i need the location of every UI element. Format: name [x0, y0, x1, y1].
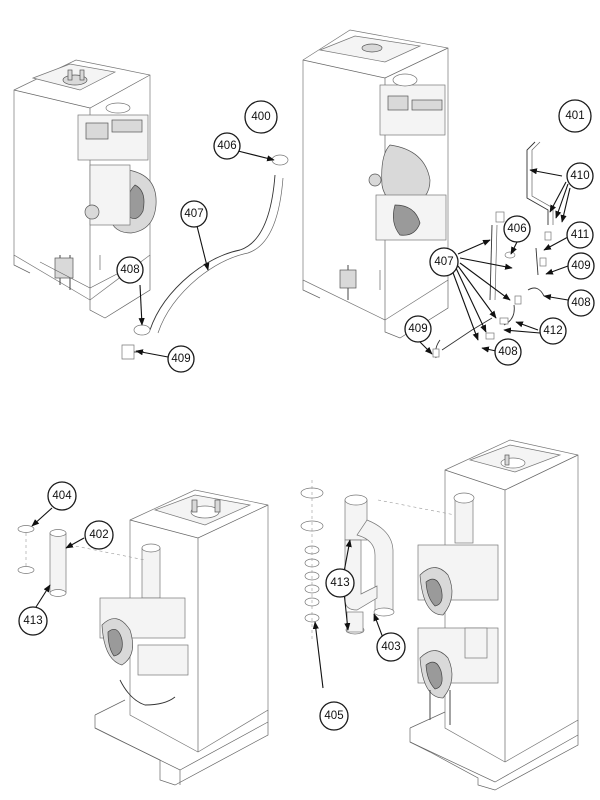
- boiler-bottom-left: [17, 489, 269, 786]
- boiler-top-right: [302, 29, 554, 359]
- boiler-bottom-right: [300, 439, 579, 791]
- callout-411: 411: [566, 221, 594, 249]
- svg-text:413: 413: [330, 577, 349, 589]
- callout-408-right-upper: 408: [567, 289, 595, 317]
- callout-409-left: 409: [167, 345, 195, 373]
- svg-text:412: 412: [543, 325, 562, 337]
- boiler-top-left: [13, 59, 289, 360]
- svg-text:411: 411: [571, 229, 589, 241]
- svg-text:409: 409: [171, 353, 190, 365]
- svg-text:401: 401: [565, 110, 584, 122]
- callout-408-left: 408: [116, 256, 144, 284]
- svg-text:404: 404: [52, 490, 72, 502]
- svg-text:403: 403: [381, 641, 400, 653]
- svg-text:409: 409: [571, 260, 590, 272]
- leader-lines: [31, 150, 571, 689]
- svg-text:406: 406: [217, 140, 236, 152]
- callout-409-right-upper: 409: [567, 252, 595, 280]
- callout-406-left: 406: [213, 132, 241, 160]
- svg-text:407: 407: [184, 208, 203, 220]
- callout-408-right-lower: 408: [494, 338, 522, 366]
- callout-407-right: 407: [429, 247, 459, 277]
- svg-text:406: 406: [507, 223, 526, 235]
- callout-403: 403: [376, 632, 406, 662]
- callout-401: 401: [558, 99, 592, 133]
- callout-404: 404: [47, 481, 77, 511]
- callout-412: 412: [539, 317, 567, 345]
- svg-text:409: 409: [408, 323, 427, 335]
- svg-text:407: 407: [434, 256, 453, 268]
- svg-text:413: 413: [23, 615, 42, 627]
- svg-text:400: 400: [251, 111, 270, 123]
- callout-409-right-lower: 409: [404, 315, 432, 343]
- svg-text:408: 408: [498, 346, 517, 358]
- svg-text:408: 408: [571, 297, 590, 309]
- callout-402: 402: [84, 520, 114, 550]
- svg-text:410: 410: [570, 170, 589, 182]
- svg-text:405: 405: [324, 710, 343, 722]
- callout-406-right: 406: [503, 215, 531, 243]
- callout-413-right: 413: [325, 568, 355, 598]
- callout-413-left: 413: [18, 606, 48, 636]
- svg-text:402: 402: [89, 529, 108, 541]
- callout-407-left: 407: [180, 200, 208, 228]
- callout-400: 400: [244, 100, 278, 134]
- callout-405: 405: [319, 701, 349, 731]
- callout-410: 410: [566, 162, 594, 190]
- svg-text:408: 408: [120, 264, 139, 276]
